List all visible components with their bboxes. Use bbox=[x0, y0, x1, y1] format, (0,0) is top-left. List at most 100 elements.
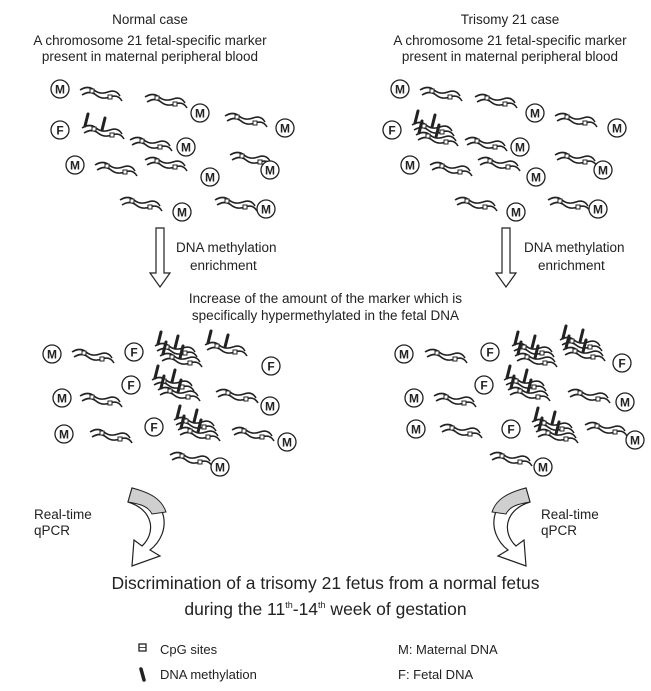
svg-text:F: F bbox=[388, 124, 395, 138]
right-qpcr-label-line1: Real-time bbox=[541, 507, 599, 522]
svg-text:M: M bbox=[620, 396, 630, 410]
dna-fragment bbox=[89, 428, 133, 444]
maternal-circle: M bbox=[65, 155, 85, 175]
left-enrichment-label-line1: DNA methylation bbox=[176, 240, 277, 255]
svg-text:M: M bbox=[531, 171, 541, 185]
maternal-circle: M bbox=[277, 432, 297, 452]
fetal-circle: F bbox=[474, 375, 494, 395]
maternal-circle: M bbox=[275, 118, 295, 138]
dna-fragment bbox=[429, 161, 473, 177]
normal-case-title: Normal case bbox=[112, 12, 188, 27]
maternal-circle: M bbox=[190, 103, 210, 123]
dna-fragment bbox=[214, 196, 258, 212]
svg-text:M: M bbox=[265, 164, 275, 178]
cpg-site-icon bbox=[138, 643, 147, 652]
svg-text:M: M bbox=[612, 122, 622, 136]
maternal-circle: M bbox=[176, 137, 196, 157]
dna-fragment bbox=[71, 348, 115, 364]
maternal-circle: M bbox=[50, 79, 70, 99]
dna-fragment bbox=[554, 151, 598, 167]
dna-fragment bbox=[489, 451, 533, 467]
fetal-circle: F bbox=[612, 353, 632, 373]
left-qpcr-arrow bbox=[127, 487, 167, 567]
dna-fragment bbox=[154, 330, 198, 358]
svg-text:M: M bbox=[282, 436, 292, 450]
maternal-circle: M bbox=[172, 202, 192, 222]
fetal-circle: F bbox=[501, 419, 521, 439]
dna-fragment bbox=[129, 136, 173, 152]
svg-text:M: M bbox=[598, 164, 608, 178]
svg-text:F: F bbox=[507, 423, 514, 437]
dna-fragment bbox=[119, 196, 163, 212]
maternal-circle: M bbox=[404, 388, 424, 408]
maternal-circle: M bbox=[210, 457, 230, 477]
svg-text:F: F bbox=[267, 360, 274, 374]
maternal-circle: M bbox=[588, 199, 608, 219]
legend-maternal-label: M: Maternal DNA bbox=[398, 642, 498, 657]
fetal-circle: F bbox=[144, 417, 164, 437]
svg-text:M: M bbox=[47, 348, 57, 362]
dna-fragment bbox=[81, 112, 125, 140]
middle-statement-line2: specifically hypermethylated in the feta… bbox=[191, 308, 460, 323]
dna-fragment bbox=[151, 364, 195, 392]
legend-methylation-label: DNA methylation bbox=[160, 667, 257, 682]
svg-text:M: M bbox=[215, 461, 225, 475]
left-qpcr-label-line1: Real-time bbox=[34, 507, 92, 522]
svg-text:M: M bbox=[530, 107, 540, 121]
svg-text:M: M bbox=[59, 428, 69, 442]
dna-fragment bbox=[531, 406, 575, 434]
dna-fragment bbox=[547, 196, 591, 212]
maternal-circle: M bbox=[42, 344, 62, 364]
dna-fragment bbox=[419, 86, 463, 102]
right-qpcr-label-line2: qPCR bbox=[541, 523, 578, 538]
svg-text:M: M bbox=[55, 83, 65, 97]
svg-text:F: F bbox=[130, 346, 137, 360]
svg-text:M: M bbox=[265, 400, 275, 414]
maternal-circle: M bbox=[260, 160, 280, 180]
svg-text:M: M bbox=[409, 392, 419, 406]
dna-fragment bbox=[94, 161, 138, 177]
dna-fragment bbox=[415, 119, 459, 147]
svg-text:M: M bbox=[177, 206, 187, 220]
maternal-circle: M bbox=[625, 430, 645, 450]
right-down-arrow bbox=[494, 227, 518, 289]
left-qpcr-label-line2: qPCR bbox=[34, 523, 71, 538]
dna-fragment bbox=[567, 388, 611, 404]
dna-fragment bbox=[169, 451, 213, 467]
svg-text:M: M bbox=[395, 83, 405, 97]
maternal-circle: M bbox=[593, 160, 613, 180]
dna-fragment bbox=[231, 426, 275, 442]
dna-fragment bbox=[477, 156, 521, 172]
dna-fragment bbox=[157, 374, 201, 402]
svg-text:F: F bbox=[618, 357, 625, 371]
svg-text:M: M bbox=[195, 107, 205, 121]
svg-text:M: M bbox=[630, 434, 640, 448]
fetal-circle: F bbox=[50, 120, 70, 140]
fetal-circle: F bbox=[261, 356, 281, 376]
dna-fragment bbox=[424, 348, 468, 364]
fetal-circle: F bbox=[121, 375, 141, 395]
dna-fragment bbox=[535, 416, 579, 444]
svg-text:M: M bbox=[538, 461, 548, 475]
right-qpcr-arrow bbox=[491, 487, 531, 567]
trisomy-case-desc-line2: present in maternal peripheral blood bbox=[401, 49, 619, 64]
svg-text:M: M bbox=[399, 348, 409, 362]
dna-fragment bbox=[144, 93, 188, 109]
dna-methylation-icon bbox=[139, 667, 146, 682]
dna-fragment bbox=[224, 112, 268, 128]
svg-text:F: F bbox=[56, 124, 63, 138]
maternal-circle: M bbox=[615, 392, 635, 412]
normal-case-desc-line1: A chromosome 21 fetal-specific marker bbox=[33, 33, 267, 48]
dna-fragment bbox=[474, 93, 518, 109]
maternal-circle: M bbox=[390, 79, 410, 99]
svg-text:M: M bbox=[280, 122, 290, 136]
maternal-circle: M bbox=[607, 118, 627, 138]
svg-text:M: M bbox=[411, 423, 421, 437]
svg-text:F: F bbox=[486, 346, 493, 360]
dna-fragment bbox=[562, 334, 606, 362]
maternal-circle: M bbox=[510, 137, 530, 157]
trisomy-case-title: Trisomy 21 case bbox=[460, 12, 560, 27]
maternal-circle: M bbox=[52, 388, 72, 408]
svg-text:M: M bbox=[261, 203, 271, 217]
